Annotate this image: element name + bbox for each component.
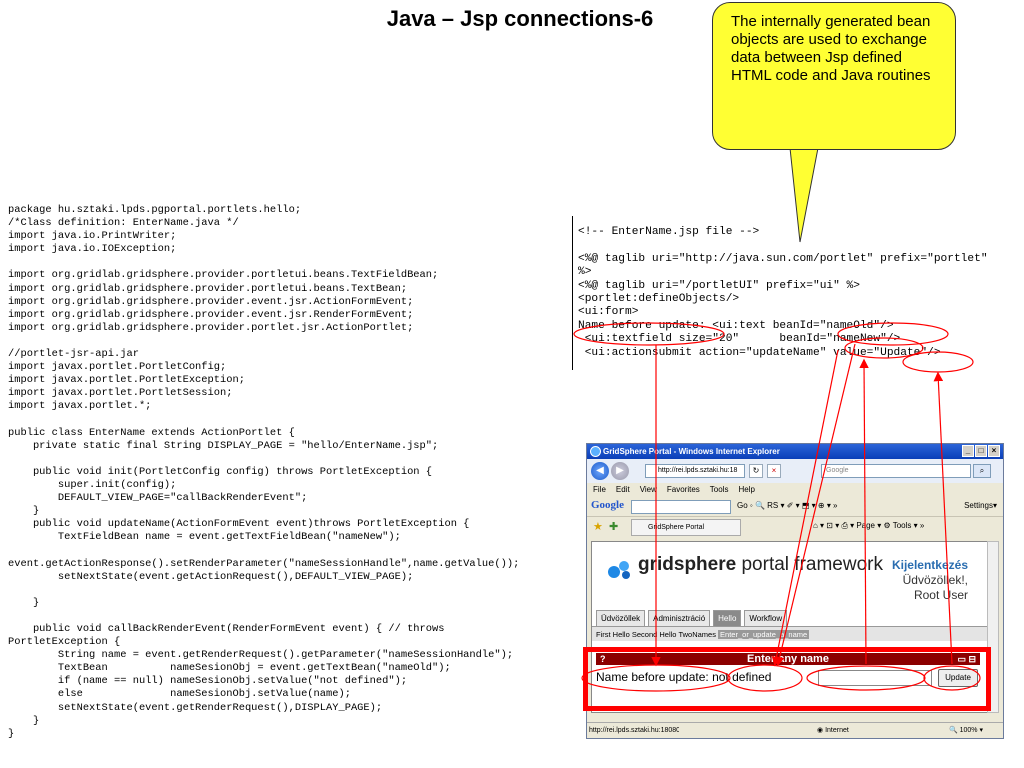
tab-administration[interactable]: Adminisztráció [648,610,711,626]
back-arrow-icon[interactable]: ◀ [591,462,609,480]
name-before-update-label: Name before update: not defined [596,670,772,684]
google-logo: Google [591,499,624,511]
refresh-icon[interactable]: ↻ [749,464,763,478]
new-name-input[interactable] [818,670,932,686]
callout-note: The internally generated bean objects ar… [712,2,956,150]
subnav-second-hello[interactable]: Second Hello [631,630,677,639]
portlet-title: Enter any name [747,653,829,665]
slide-title: Java – Jsp connections-6 [386,6,654,31]
jsp-source-code: <!-- EnterName.jsp file --> <%@ taglib u… [578,226,988,359]
portal-logo-text: gridsphere portal framework [638,554,883,575]
forward-arrow-icon[interactable]: ▶ [611,462,629,480]
tab-welcome[interactable]: Üdvözöllek [596,610,646,626]
tab-hello[interactable]: Hello [713,610,742,626]
portlet-window-controls[interactable]: ▭ ⊟ [957,654,976,664]
search-icon[interactable]: ⌕ [973,464,991,478]
window-title: GridSphere Portal - Windows Internet Exp… [603,447,780,456]
tab-workflow[interactable]: Workflow [744,610,788,626]
zoom-level[interactable]: 🔍 100% ▾ [948,727,983,734]
settings-button[interactable]: Settings▾ [964,501,997,510]
browser-window: GridSphere Portal - Windows Internet Exp… [586,443,1004,739]
portal-tabs: Üdvözöllek Adminisztráció Hello Workflow [596,610,788,626]
update-button[interactable]: Update [938,669,978,687]
browser-titlebar: GridSphere Portal - Windows Internet Exp… [587,444,1003,459]
search-input[interactable]: Google [821,464,971,478]
google-toolbar: Google Go ◦ 🔍 RS ▾ ✐ ▾ ⬒ ▾ ⊕ ▾ » Setting… [587,497,1003,517]
menu-file[interactable]: File [593,485,606,494]
menu-tools[interactable]: Tools [709,485,729,494]
user-name: Root User [913,588,968,602]
command-bar[interactable]: ⌂ ▾ ⊡ ▾ ⎙ ▾ Page ▾ ⚙ Tools ▾ » [813,521,925,530]
add-favorite-icon[interactable]: ✚ [609,521,619,533]
login-panel: Kijelentkezés Üdvözöllek!, Root User [892,558,968,603]
page-content: gridsphere portal framework Kijelentkezé… [591,541,989,713]
portlet-header: ? Enter any name ▭ ⊟ [596,653,980,665]
gridsphere-logo-icon [608,561,630,579]
subnav-first-hello[interactable]: First Hello [596,630,630,639]
google-search-input[interactable] [631,500,731,514]
address-input[interactable]: http://rei.lpds.sztaki.hu:18 [645,464,745,478]
security-zone: ◉ Internet [817,727,849,734]
address-bar: ◀ ▶ http://rei.lpds.sztaki.hu:18 ↻ × Goo… [587,459,1003,483]
close-icon[interactable]: × [988,445,1000,457]
logout-link[interactable]: Kijelentkezés [891,558,968,572]
ie-logo-icon [590,446,601,457]
help-icon[interactable]: ? [600,654,606,664]
menu-bar: File Edit View Favorites Tools Help [587,483,1003,497]
maximize-icon[interactable]: □ [975,445,987,457]
java-source-code: package hu.sztaki.lpds.pgportal.portlets… [8,204,520,740]
greeting-text: Üdvözöllek!, [902,573,968,587]
page-scrollbar[interactable] [987,541,999,713]
text-cursor [572,216,573,370]
favorites-star-icon[interactable]: ★ [593,521,603,533]
favorites-bar: ★ ✚ GridSphere Portal ⌂ ▾ ⊡ ▾ ⎙ ▾ Page ▾… [587,517,1003,537]
menu-edit[interactable]: Edit [615,485,630,494]
menu-favorites[interactable]: Favorites [666,485,700,494]
menu-view[interactable]: View [639,485,657,494]
minimize-icon[interactable]: _ [962,445,974,457]
menu-help[interactable]: Help [738,485,755,494]
subnav-twonames[interactable]: TwoNames [678,630,716,639]
stop-icon[interactable]: × [767,464,781,478]
sub-navigation: First Hello Second Hello TwoNames Enter_… [592,626,988,641]
status-url: http://rei.lpds.sztaki.hu:18080/ [589,727,679,734]
browser-tab[interactable]: GridSphere Portal [631,519,741,536]
subnav-current[interactable]: Enter_or_update_a_name [718,630,810,639]
google-toolbar-buttons[interactable]: Go ◦ 🔍 RS ▾ ✐ ▾ ⬒ ▾ ⊕ ▾ » [737,501,838,510]
status-bar: http://rei.lpds.sztaki.hu:18080/ ◉ Inter… [587,722,1003,738]
